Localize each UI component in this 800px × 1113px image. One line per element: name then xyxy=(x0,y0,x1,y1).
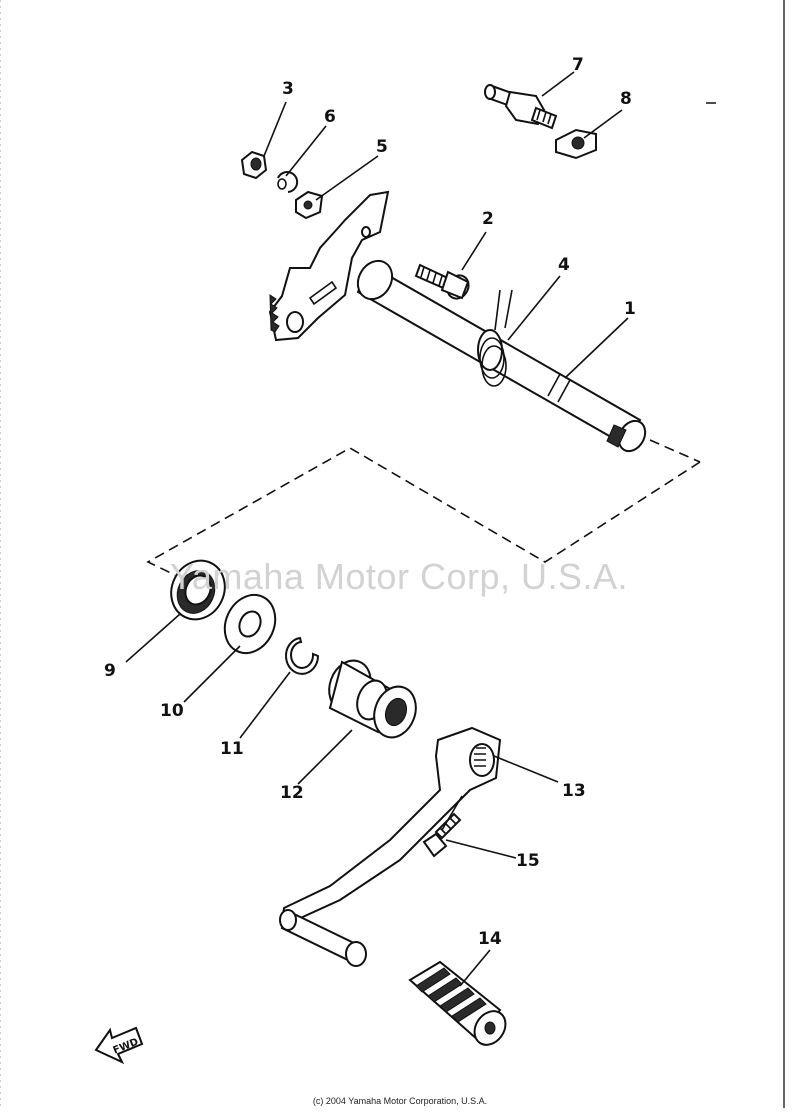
callout-2: 2 xyxy=(482,209,494,229)
bolt-part-2 xyxy=(414,263,470,300)
circlip-part-11 xyxy=(285,636,320,675)
lock-washer-part-5 xyxy=(295,190,324,220)
leader-lines xyxy=(125,71,629,987)
callout-1: 1 xyxy=(624,299,636,319)
washer-part-10 xyxy=(223,593,277,655)
copyright-text: (c) 2004 Yamaha Motor Corporation, U.S.A… xyxy=(312,1096,488,1106)
callout-6: 6 xyxy=(324,107,336,127)
callout-5: 5 xyxy=(376,137,388,157)
pedal-rubber-part-14 xyxy=(408,960,507,1046)
callout-11: 11 xyxy=(220,739,244,759)
callout-12: 12 xyxy=(280,783,304,803)
shift-pedal-part-13 xyxy=(279,726,502,967)
shift-plate xyxy=(268,190,390,342)
assembly-outline-top xyxy=(649,439,701,463)
spring-part-4 xyxy=(477,289,513,387)
callout-4: 4 xyxy=(558,255,570,275)
callout-15: 15 xyxy=(516,851,540,871)
washer-part-6 xyxy=(277,171,299,193)
callout-10: 10 xyxy=(160,701,184,721)
stud-bolt-part-7 xyxy=(484,84,558,130)
nut-part-3 xyxy=(240,150,268,180)
bolt-part-15 xyxy=(422,812,462,858)
callout-13: 13 xyxy=(562,781,586,801)
callout-7: 7 xyxy=(572,55,584,75)
callout-8: 8 xyxy=(620,89,632,109)
callout-9: 9 xyxy=(104,661,116,681)
callout-3: 3 xyxy=(282,79,294,99)
oil-seal-part-9 xyxy=(170,559,226,621)
callout-14: 14 xyxy=(478,929,502,949)
collar-part-12 xyxy=(328,659,417,739)
watermark-text: Yamaha Motor Corp, U.S.A. xyxy=(170,556,628,597)
fwd-arrow-icon: FWD xyxy=(94,1026,144,1065)
